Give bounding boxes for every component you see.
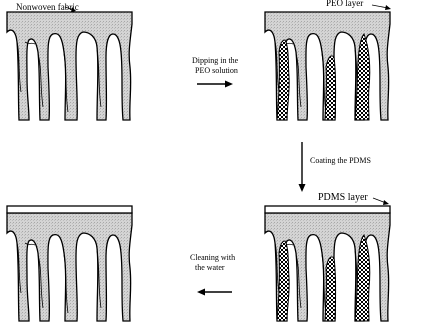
step2-label: Coating the PDMS: [310, 156, 371, 165]
panel-pdms-coated: [265, 213, 390, 321]
arrowhead-step2: [299, 184, 306, 192]
pdms-layer-left: [7, 206, 132, 213]
arrowhead-leader-peo: [385, 5, 391, 10]
arrowhead-leader-pdms: [383, 200, 389, 205]
label-peo-layer: PEO layer: [326, 0, 363, 8]
label-nonwoven-fabric: Nonwoven fabric: [16, 2, 79, 12]
step1-label-line1: Dipping in the: [192, 56, 239, 65]
arrowhead-step1: [225, 81, 233, 88]
pdms-layer-right: [265, 206, 390, 213]
step1-label-line2: PEO solution: [195, 66, 238, 75]
panel-nonwoven-fabric: [7, 12, 132, 120]
label-pdms-layer: PDMS layer: [318, 192, 368, 203]
panel-final-membrane: [7, 213, 132, 321]
step3-label-line2: the water: [195, 263, 225, 272]
panel-peo-filled: [265, 12, 390, 120]
arrowhead-step3: [197, 289, 205, 296]
step3-label-line1: Cleaning with: [190, 253, 235, 262]
